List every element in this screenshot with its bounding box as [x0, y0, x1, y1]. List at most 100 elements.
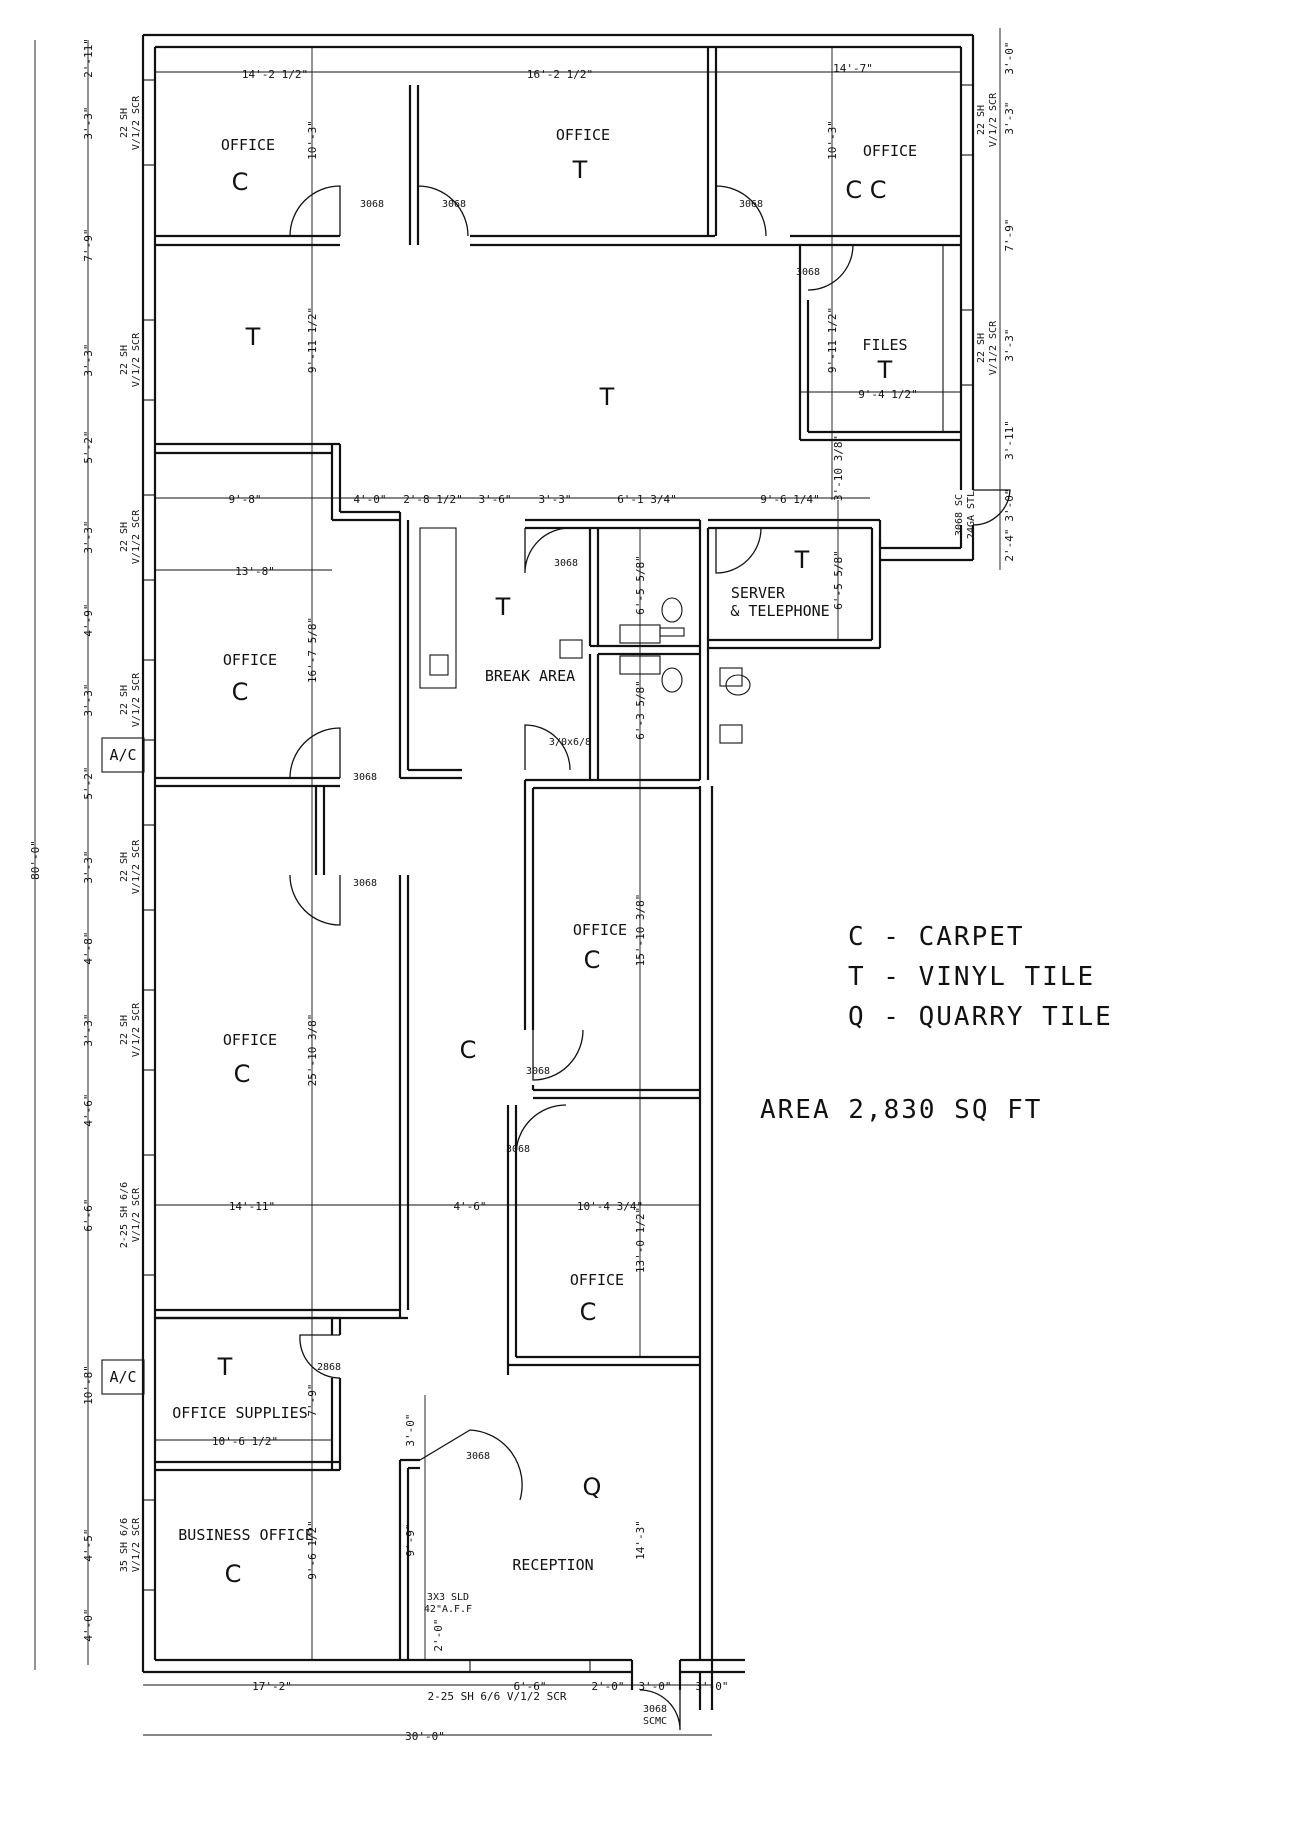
- dimension-label: 2'-11": [82, 38, 95, 78]
- dimension-label: 3'-0": [1003, 488, 1016, 521]
- dimension-label: 4'-5": [82, 1528, 95, 1561]
- room-label: BREAK AREA: [485, 667, 575, 685]
- door-label: 3/0x6/8: [549, 737, 591, 748]
- window-label: V/1/2 SCR: [131, 332, 142, 387]
- dimension-label: 6'-5 5/8": [832, 550, 845, 610]
- material-code: C: [232, 678, 249, 706]
- door-arc: [289, 185, 341, 237]
- room-label: OFFICE: [223, 1031, 277, 1049]
- door-label: 3068: [353, 772, 377, 783]
- material-code: C: [225, 1560, 242, 1588]
- door-arc: [419, 1429, 523, 1501]
- window-label: 3X3 SLD: [427, 1592, 469, 1603]
- window-label: V/1/2 SCR: [131, 1517, 142, 1572]
- dimension-label: 6'-5 5/8": [634, 555, 647, 615]
- window-label: V/1/2 SCR: [988, 320, 999, 375]
- window-label: 2-25 SH 6/6 V/1/2 SCR: [427, 1690, 566, 1703]
- dimension-label: 6'-6": [82, 1198, 95, 1231]
- ac-unit-label: A/C: [109, 746, 136, 764]
- material-code: C: [234, 1060, 251, 1088]
- ac-unit-label: A/C: [109, 1368, 136, 1386]
- dimension-label: 10'-3": [826, 120, 839, 160]
- exterior-walls: [141, 33, 975, 1710]
- door-arc: [515, 1104, 567, 1156]
- window-label: 42"A.F.F: [424, 1604, 472, 1615]
- door-arc: [715, 185, 767, 237]
- door-labels: 3068 3068 3068 3068 3068 3/0x6/8 3068 30…: [317, 199, 977, 1727]
- legend-vinyl-tile: T - VINYL TILE: [848, 962, 1095, 992]
- dimension-label: 3'-3": [82, 1013, 95, 1046]
- door-arc: [524, 527, 571, 574]
- dimension-label: 16'-7 5/8": [306, 617, 319, 683]
- dimension-label: 4'-8": [82, 931, 95, 964]
- vertical-dimensions: 80'-0" 2'-11" 3'-3" 7'-9" 3'-3" 5'-2" 3'…: [29, 38, 1016, 1651]
- dimension-label: 9'-4 1/2": [858, 388, 918, 401]
- window-label: V/1/2 SCR: [131, 672, 142, 727]
- dimension-label: 3'-3": [82, 520, 95, 553]
- dimension-label: 7'-9": [1003, 218, 1016, 251]
- door-arc: [289, 727, 341, 779]
- dimension-label: 3'-3": [82, 343, 95, 376]
- window-label: 2-25 SH 6/6: [119, 1182, 130, 1248]
- dimension-label: 14'-2 1/2": [242, 68, 308, 81]
- dimension-label: 3'-10 3/8": [832, 435, 845, 501]
- dimension-label: 2'-8 1/2": [403, 493, 463, 506]
- door-label: 3068: [739, 199, 763, 210]
- dimension-label: 6'-6": [513, 1680, 546, 1693]
- door-label: 3068: [643, 1704, 667, 1715]
- dimension-label: 10'-4 3/4": [577, 1200, 643, 1213]
- dimension-label: 3'-0": [638, 1680, 671, 1693]
- room-label: OFFICE: [570, 1271, 624, 1289]
- dimension-label: 2'-0": [432, 1618, 445, 1651]
- dimension-label: 10'-6 1/2": [212, 1435, 278, 1448]
- dimension-label: 9'-11 1/2": [826, 307, 839, 373]
- door-arc: [289, 874, 341, 926]
- dimension-label: 9'-9": [404, 1523, 417, 1556]
- window-labels: 22 SH V/1/2 SCR 22 SH V/1/2 SCR 22 SH V/…: [119, 92, 999, 1703]
- door-arc: [639, 1689, 681, 1731]
- dimension-label: 2'-0": [591, 1680, 624, 1693]
- dimension-label: 3'-3": [1003, 328, 1016, 361]
- door-label: 24GA STL: [966, 491, 977, 539]
- dimension-label: 5'-2": [82, 766, 95, 799]
- window-label: 22 SH: [119, 522, 130, 552]
- dimension-label: 9'-11 1/2": [306, 307, 319, 373]
- room-label: RECEPTION: [512, 1556, 593, 1574]
- door-arc: [807, 244, 854, 291]
- material-code: T: [495, 593, 511, 621]
- door-label: 3068: [466, 1451, 490, 1462]
- door-label: SCMC: [643, 1716, 667, 1727]
- door-label: 3068: [796, 267, 820, 278]
- dimension-label: 14'-3": [634, 1520, 647, 1560]
- dimension-label: 6'-3 5/8": [634, 680, 647, 740]
- door-label: 3068: [506, 1144, 530, 1155]
- horizontal-dimensions: 14'-2 1/2" 16'-2 1/2" 14'-7" 9'-4 1/2" 9…: [212, 62, 918, 1743]
- ac-units: A/C A/C: [101, 737, 145, 1395]
- dimension-label: 3'-3": [82, 850, 95, 883]
- room-label: OFFICE: [573, 921, 627, 939]
- window-label: V/1/2 SCR: [131, 839, 142, 894]
- legend-carpet: C - CARPET: [848, 922, 1025, 952]
- room-label: OFFICE SUPPLIES: [172, 1404, 307, 1422]
- dimension-label: 2'-4": [1003, 528, 1016, 561]
- window-label: 22 SH: [119, 108, 130, 138]
- material-code: T: [877, 356, 893, 384]
- door-label: 2868: [317, 1362, 341, 1373]
- dimension-label: 4'-6": [453, 1200, 486, 1213]
- material-code: T: [572, 156, 588, 184]
- dimension-label: 13'-0 1/2": [634, 1207, 647, 1273]
- window-label: V/1/2 SCR: [131, 1187, 142, 1242]
- door-arc: [417, 185, 469, 237]
- material-code: C C: [845, 176, 886, 204]
- dimension-label: 13'-8": [235, 565, 275, 578]
- total-area: AREA 2,830 SQ FT: [760, 1095, 1042, 1125]
- dimension-label: 14'-11": [229, 1200, 275, 1213]
- door-arc: [532, 1029, 584, 1081]
- dimension-label: 4'-0": [353, 493, 386, 506]
- dimension-label: 80'-0": [29, 840, 42, 880]
- dimension-label: 3'-3": [538, 493, 571, 506]
- material-code: C: [584, 946, 601, 974]
- material-code: Q: [583, 1473, 602, 1501]
- dimension-label: 9'-8": [228, 493, 261, 506]
